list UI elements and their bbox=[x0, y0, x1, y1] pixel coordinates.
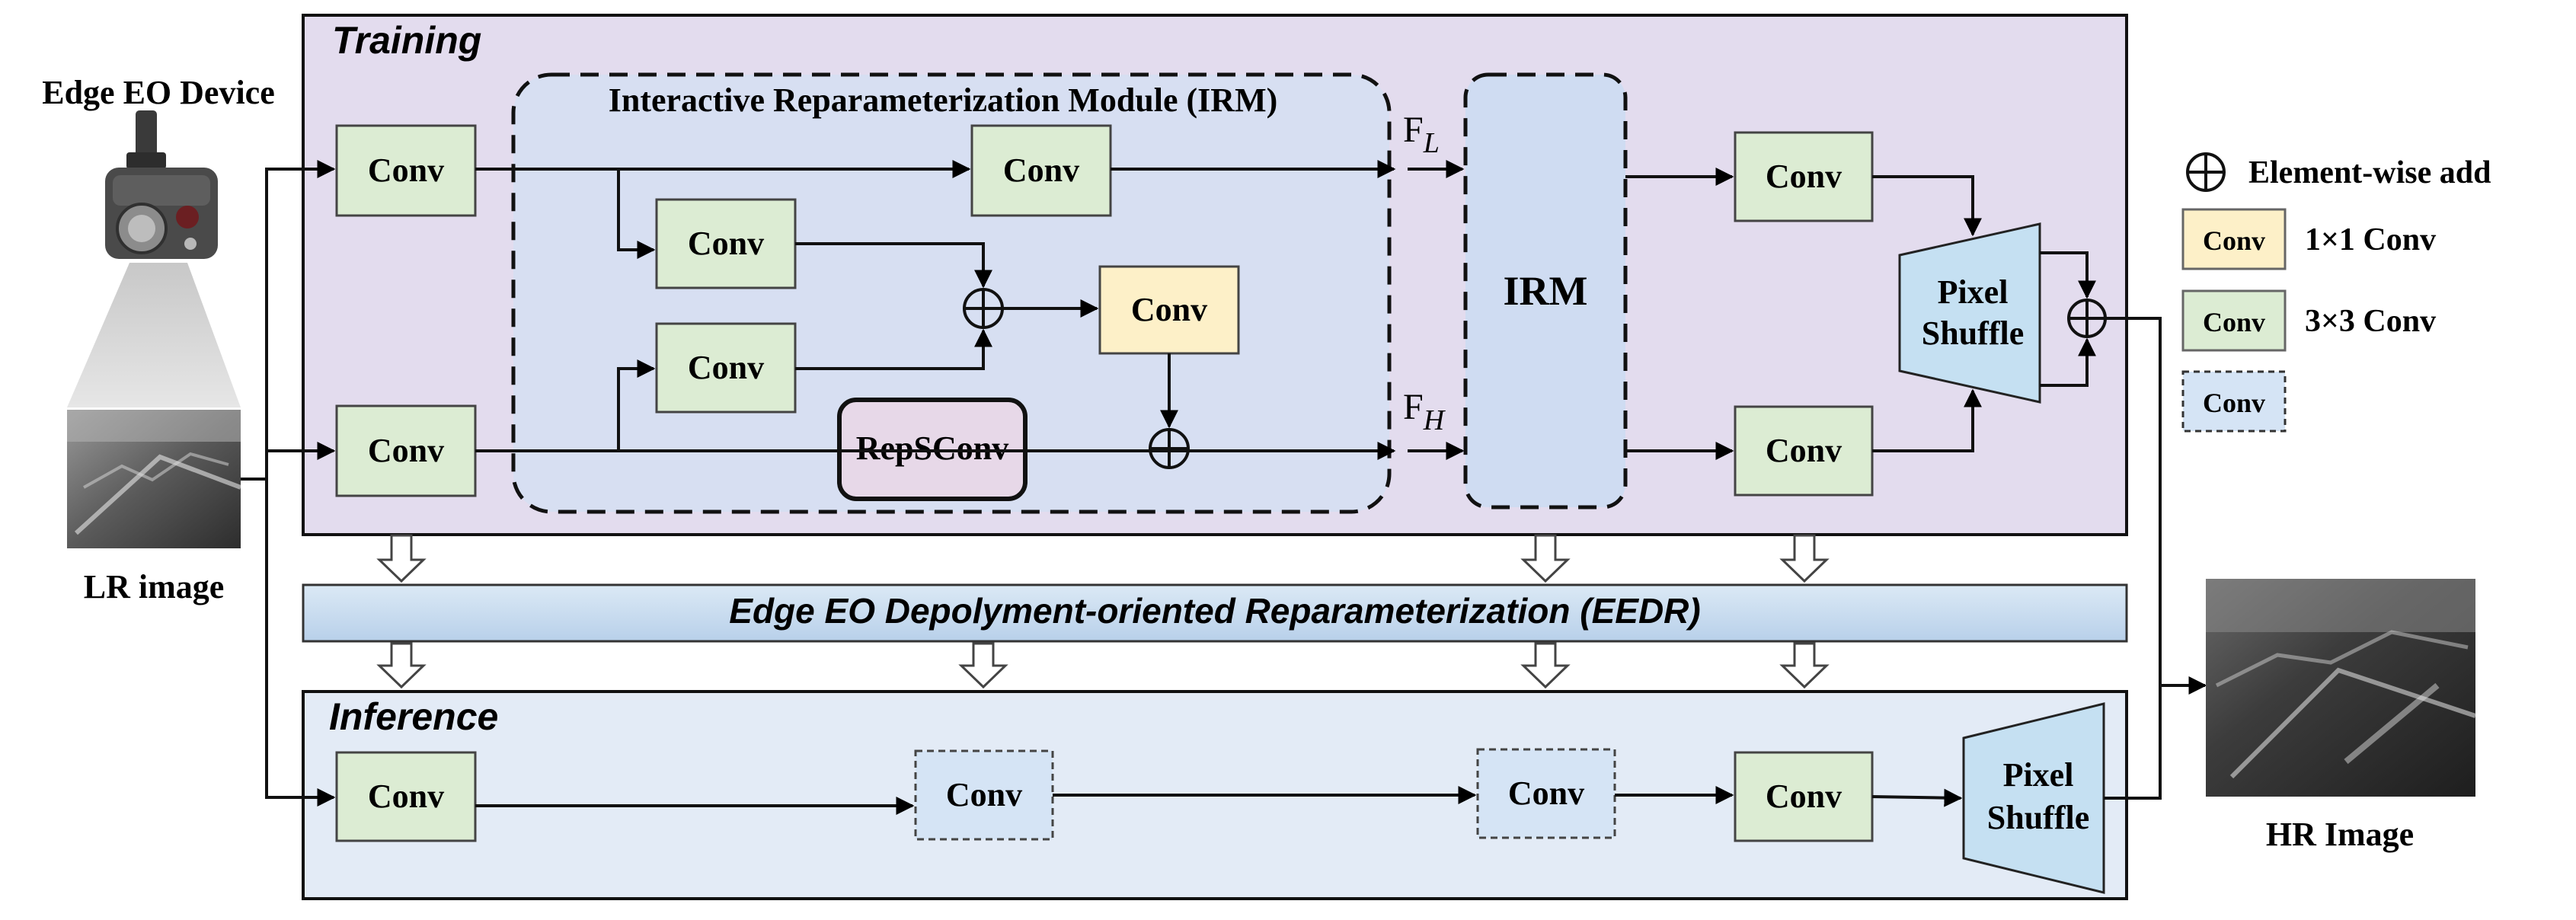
conv-3x3-block: Conv bbox=[1734, 131, 1874, 222]
pixel-shuffle-label: Shuffle bbox=[1922, 315, 2024, 352]
legend-conv-3x3: Conv 3×3 Conv bbox=[2181, 289, 2436, 352]
edge-device-title: Edge EO Device bbox=[42, 74, 275, 111]
conv-3x3-block: Conv bbox=[970, 124, 1112, 217]
down-arrow-icon bbox=[1520, 534, 1571, 583]
hr-image bbox=[2206, 579, 2476, 797]
global-connections bbox=[241, 160, 2207, 807]
inference-connections bbox=[475, 786, 1963, 815]
add-icon bbox=[1149, 428, 1190, 469]
hr-image-panel: HR Image bbox=[2206, 579, 2476, 853]
add-icon bbox=[2067, 299, 2107, 338]
edge-device-panel: Edge EO Device LR image bbox=[42, 74, 275, 605]
conv-dashed-block: Conv bbox=[914, 749, 1054, 841]
pixel-shuffle-label: Pixel bbox=[2003, 756, 2074, 794]
inference-panel: Inference Conv Conv Conv Conv Pixel Shuf… bbox=[302, 690, 2128, 900]
legend-conv-dashed-text: Conv bbox=[2203, 388, 2265, 418]
conv-label: Conv bbox=[688, 349, 764, 386]
conv-label: Conv bbox=[368, 152, 444, 189]
hollow-arrows bbox=[376, 534, 1830, 689]
training-panel: Training Interactive Reparameterization … bbox=[302, 14, 2128, 536]
conv-3x3-block: Conv bbox=[335, 124, 477, 217]
training-connections bbox=[475, 160, 2096, 460]
legend-conv-dashed: Conv bbox=[2181, 370, 2287, 433]
pixel-shuffle-label: Pixel bbox=[1938, 273, 2009, 311]
f-low-label: FL bbox=[1403, 110, 1440, 159]
down-arrow-icon bbox=[1779, 534, 1830, 583]
conv-3x3-block: Conv bbox=[655, 198, 797, 289]
legend-add-label: Element-wise add bbox=[2248, 155, 2491, 190]
lr-image bbox=[67, 410, 242, 548]
conv-3x3-block: Conv bbox=[655, 322, 797, 414]
pixel-shuffle-block: Pixel Shuffle bbox=[1898, 222, 2041, 404]
lr-image-label: LR image bbox=[84, 568, 225, 605]
legend-conv1-text: Conv bbox=[2203, 225, 2265, 256]
add-icon bbox=[963, 288, 1004, 329]
conv-label: Conv bbox=[1766, 778, 1842, 815]
conv-dashed-block: Conv bbox=[1476, 748, 1616, 839]
irm-module-title: Interactive Reparameterization Module (I… bbox=[609, 81, 1278, 119]
conv-3x3-block: Conv bbox=[335, 751, 477, 842]
conv-label: Conv bbox=[688, 225, 764, 262]
conv-label: Conv bbox=[946, 776, 1022, 813]
hr-image-label: HR Image bbox=[2266, 816, 2414, 853]
legend-conv3-text: Conv bbox=[2203, 307, 2265, 337]
pixel-shuffle-label: Shuffle bbox=[1987, 799, 2089, 836]
conv-label: Conv bbox=[1508, 775, 1584, 812]
legend-conv1-label: 1×1 Conv bbox=[2305, 222, 2436, 257]
conv-3x3-block: Conv bbox=[335, 404, 477, 497]
pixel-shuffle-block: Pixel Shuffle bbox=[1962, 702, 2105, 894]
down-arrow-icon bbox=[958, 642, 1008, 689]
conv-label: Conv bbox=[1131, 291, 1207, 328]
eedr-title: Edge EO Depolyment-oriented Reparameteri… bbox=[729, 591, 1700, 631]
conv-label: Conv bbox=[1766, 432, 1842, 469]
camera-beam bbox=[67, 263, 241, 407]
conv-label: Conv bbox=[1766, 158, 1842, 195]
conv-label: Conv bbox=[368, 778, 444, 815]
inference-title: Inference bbox=[329, 695, 498, 738]
legend-conv3-label: 3×3 Conv bbox=[2305, 304, 2436, 339]
f-high-label: FH bbox=[1403, 387, 1446, 436]
conv-1x1-block: Conv bbox=[1098, 265, 1240, 355]
conv-3x3-block: Conv bbox=[1734, 405, 1874, 497]
legend: Element-wise add Conv 1×1 Conv Conv 3×3 … bbox=[2181, 152, 2491, 433]
legend-conv-1x1: Conv 1×1 Conv bbox=[2181, 208, 2436, 270]
down-arrow-icon bbox=[376, 642, 427, 689]
irm-block: IRM bbox=[1463, 72, 1628, 510]
training-title: Training bbox=[332, 19, 481, 62]
conv-label: Conv bbox=[368, 432, 444, 469]
down-arrow-icon bbox=[1520, 642, 1571, 689]
repsconv-label: RepSConv bbox=[856, 430, 1009, 467]
down-arrow-icon bbox=[376, 534, 427, 583]
eedr-bar: Edge EO Depolyment-oriented Reparameteri… bbox=[302, 583, 2128, 643]
legend-add: Element-wise add bbox=[2186, 152, 2491, 192]
conv-3x3-block: Conv bbox=[1734, 751, 1874, 842]
camera-icon bbox=[105, 110, 218, 259]
irm-label: IRM bbox=[1504, 268, 1588, 314]
conv-label: Conv bbox=[1003, 152, 1079, 189]
down-arrow-icon bbox=[1779, 642, 1830, 689]
